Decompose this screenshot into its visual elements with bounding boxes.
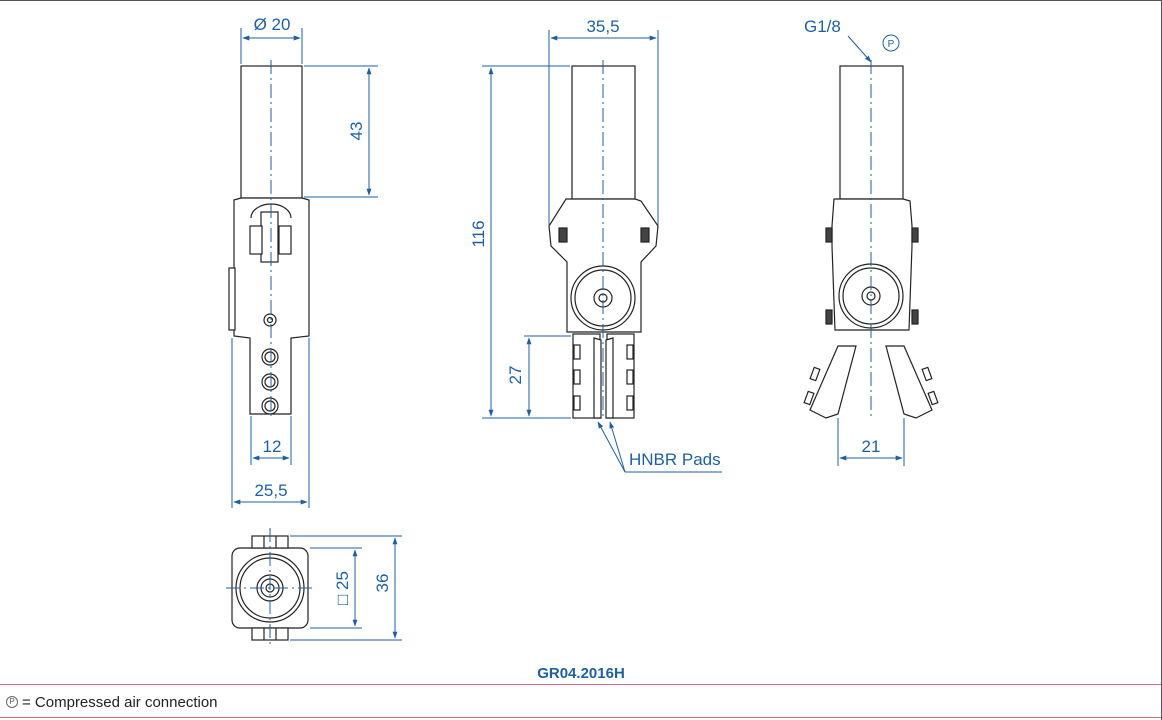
dim-diameter xyxy=(240,28,303,64)
dim-25-5-label: 25,5 xyxy=(254,481,287,500)
thread-label: G1/8 xyxy=(804,17,841,36)
dim-21 xyxy=(837,418,905,466)
thread-leader xyxy=(847,35,872,63)
dim-36 xyxy=(290,535,402,641)
dim-27-label: 27 xyxy=(506,366,525,385)
air-connection-symbol: P xyxy=(888,39,895,50)
footer-rule-top xyxy=(0,684,1161,685)
dim-square-25 xyxy=(310,547,362,629)
air-connection-icon xyxy=(882,34,900,52)
dim-43-label: 43 xyxy=(347,122,366,141)
footer-rule-bottom xyxy=(0,717,1161,718)
dim-12-label: 12 xyxy=(263,437,282,456)
dim-35-5-label: 35,5 xyxy=(586,17,619,36)
dim-21-label: 21 xyxy=(862,437,881,456)
air-connection-icon: P xyxy=(6,696,18,708)
dim-diameter-label: Ø 20 xyxy=(254,15,291,34)
legend: P = Compressed air connection xyxy=(6,692,218,712)
dim-36-label: 36 xyxy=(373,574,392,593)
dim-square-25-label: □ 25 xyxy=(333,571,352,605)
dim-25-5 xyxy=(231,338,310,508)
dim-43 xyxy=(304,65,378,198)
dim-116 xyxy=(482,65,571,419)
side-view xyxy=(228,65,310,415)
dim-35-5 xyxy=(548,30,659,226)
legend-text: = Compressed air connection xyxy=(22,693,218,711)
dim-12 xyxy=(250,416,292,465)
dim-116-label: 116 xyxy=(469,220,488,247)
pads-label: HNBR Pads xyxy=(629,450,721,469)
pads-leader xyxy=(597,421,722,473)
dim-27 xyxy=(524,335,571,417)
drawing-title: GR04.2016H xyxy=(537,665,625,682)
front-view xyxy=(548,65,659,419)
